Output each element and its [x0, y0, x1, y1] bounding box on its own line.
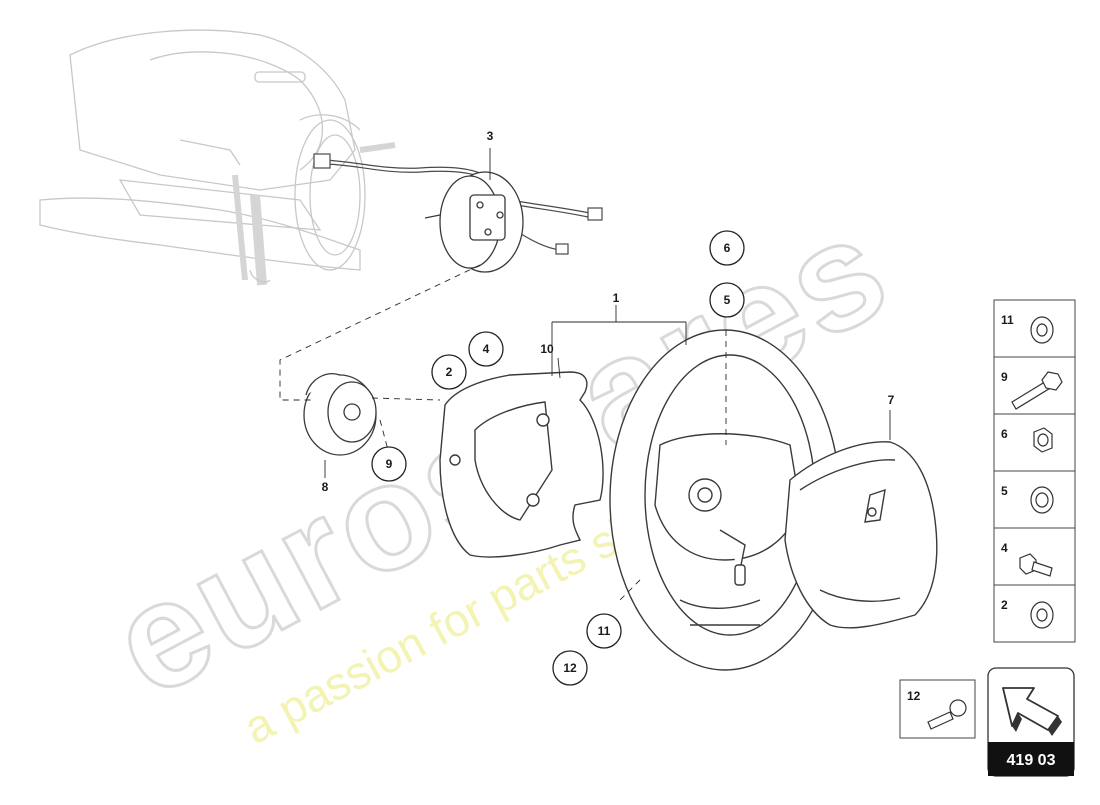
circled-callout-12-text: 12 [563, 661, 577, 675]
flange-bolt-icon [1019, 553, 1053, 577]
hardware-legend: 11 9 6 5 [993, 299, 1076, 643]
leader-lines [324, 148, 891, 478]
hardware-box-12: 12 [899, 679, 976, 739]
legend-item-4: 4 [1001, 541, 1008, 555]
legend-row-4: 4 [1001, 541, 1053, 577]
legend-item-5: 5 [1001, 484, 1008, 498]
clock-spring-part-3 [424, 171, 524, 273]
legend-item-9: 9 [1001, 370, 1008, 384]
steering-wheel-part-1 [609, 329, 841, 671]
circled-callout-11-text: 11 [598, 624, 611, 638]
nut-icon [1033, 427, 1053, 453]
circled-callout-4: 4 [468, 331, 504, 367]
circled-callout-2: 2 [431, 354, 467, 390]
callout-8: 8 [322, 480, 329, 494]
callout-labels: 3 1 10 8 7 [322, 129, 895, 494]
washer-icon [1030, 601, 1054, 629]
legend-item-2: 2 [1001, 598, 1008, 612]
circled-callout-2-text: 2 [446, 365, 453, 379]
legend-row-2: 2 [1001, 598, 1054, 629]
circled-callouts: 6 5 4 2 9 11 12 [371, 230, 745, 686]
legend-row-6: 6 [1001, 427, 1053, 453]
circled-callout-11: 11 [586, 613, 622, 649]
washer-icon [1030, 486, 1054, 514]
legend-row-11: 11 [1001, 313, 1054, 344]
arrow-icon [1002, 687, 1062, 736]
circled-callout-9: 9 [371, 446, 407, 482]
callout-10: 10 [540, 342, 554, 356]
page-reference-box[interactable]: 419 03 [987, 667, 1075, 777]
rear-cover-part-10 [439, 371, 604, 558]
reference-code: 419 03 [1007, 752, 1056, 769]
circled-callout-6: 6 [709, 230, 745, 266]
legend-row-5: 5 [1001, 484, 1054, 514]
circled-callout-5: 5 [709, 282, 745, 318]
callout-7: 7 [888, 393, 895, 407]
circled-callout-4-text: 4 [483, 342, 490, 356]
contact-unit-part-8 [303, 373, 377, 456]
circled-callout-6-text: 6 [724, 241, 731, 255]
callout-1: 1 [613, 291, 620, 305]
circled-callout-5-text: 5 [724, 293, 731, 307]
screw-icon [927, 699, 967, 730]
reference-code-bar [988, 742, 1074, 776]
legend-row-9: 9 [1001, 370, 1063, 410]
washer-icon [1030, 316, 1054, 344]
bolt-icon [1011, 371, 1063, 410]
circled-callout-12: 12 [552, 650, 588, 686]
legend-item-6: 6 [1001, 427, 1008, 441]
hardware-item-12: 12 [907, 689, 921, 703]
callout-3: 3 [487, 129, 494, 143]
legend-item-11: 11 [1001, 313, 1014, 327]
dashed-guides [279, 264, 727, 601]
dashboard-column-illustration [39, 29, 396, 286]
circled-callout-9-text: 9 [386, 457, 393, 471]
airbag-module-part-7 [784, 441, 938, 629]
